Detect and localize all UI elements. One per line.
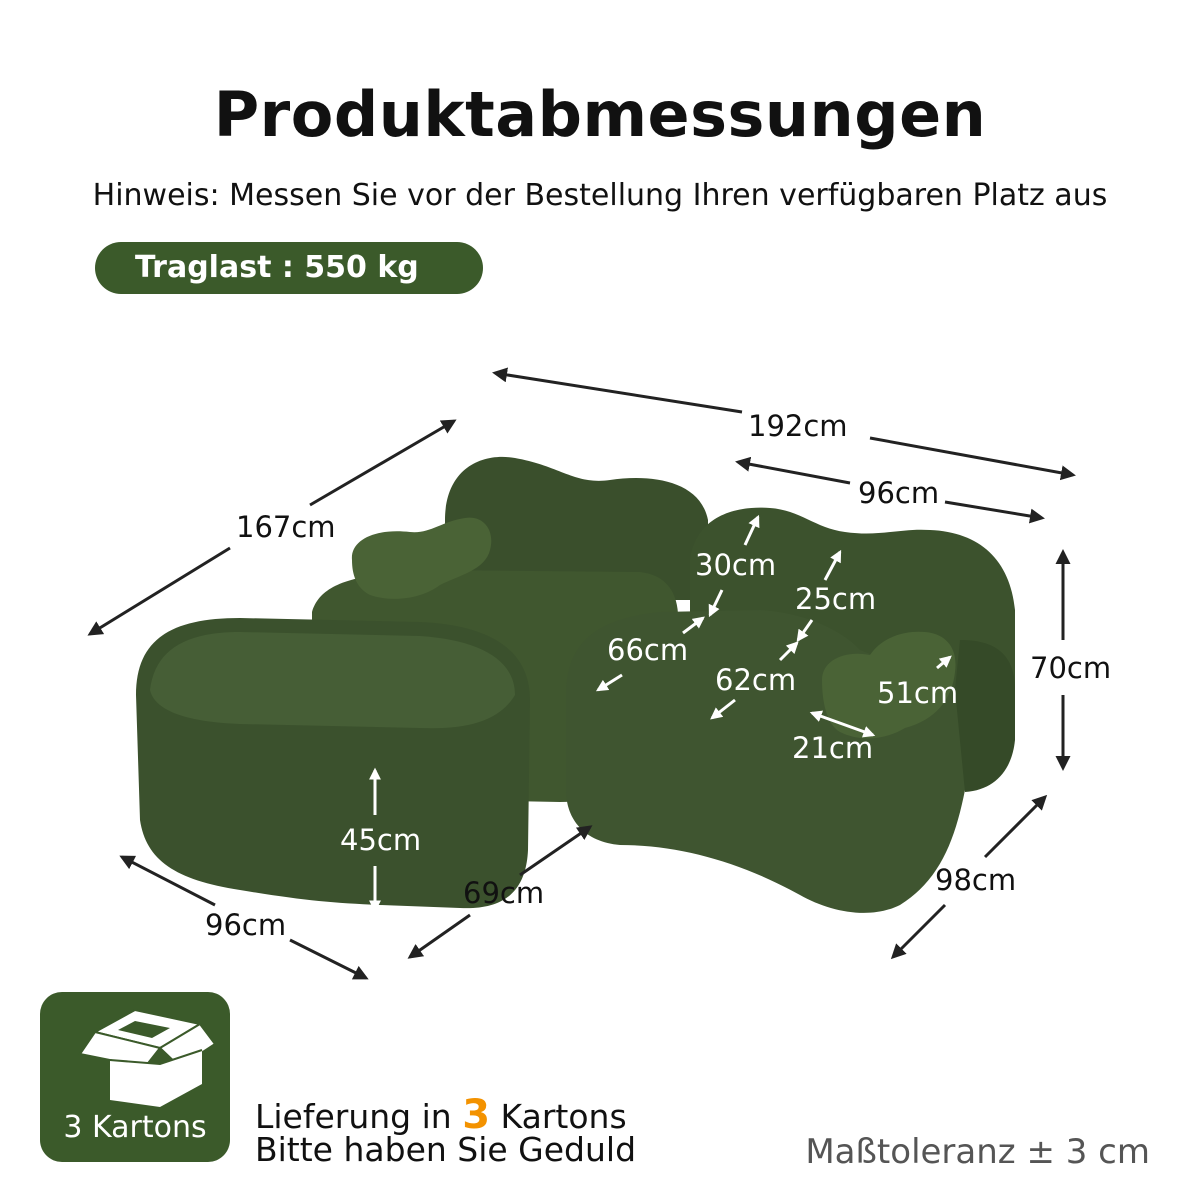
arrow-69b [407, 913, 471, 959]
ottoman-top [150, 632, 515, 729]
arrow-96r-a [735, 456, 851, 485]
label-69: 69cm [463, 876, 544, 910]
arrow-66a [682, 616, 705, 635]
arrow-25a [823, 549, 842, 581]
arrow-98b [890, 903, 947, 960]
label-45: 45cm [340, 823, 421, 857]
arrow-69a [519, 825, 593, 877]
inner-dimension-arrows [369, 514, 952, 913]
label-30: 30cm [695, 548, 776, 582]
label-62: 62cm [715, 663, 796, 697]
left-backrest [445, 456, 708, 600]
arrow-167b [87, 546, 231, 636]
label-66: 66cm [607, 633, 688, 667]
dimension-arrows [87, 367, 1076, 980]
shipping-boxes-badge: 3 Kartons [40, 992, 230, 1162]
arrow-96o-a [119, 855, 216, 907]
delivery-line-1: Lieferung in 3 Kartons [255, 1092, 627, 1138]
arrow-66b [595, 673, 623, 692]
label-96-ottoman: 96cm [205, 908, 286, 942]
box-count-label: 3 Kartons [63, 1110, 207, 1145]
label-167: 167cm [236, 510, 336, 544]
arrow-30a [743, 514, 760, 546]
page-title: Produktabmessungen [213, 78, 987, 151]
label-98: 98cm [935, 863, 1016, 897]
arrow-62b [710, 698, 736, 720]
arrow-96o-b [289, 938, 369, 980]
arrow-51a [936, 655, 952, 670]
box-icon [78, 1008, 217, 1107]
arrow-62a [778, 641, 799, 662]
arrow-96r-b [944, 500, 1045, 524]
label-21: 21cm [792, 731, 873, 765]
delivery-suffix: Kartons [500, 1097, 627, 1136]
arrow-192b [869, 436, 1076, 481]
label-96-right: 96cm [858, 476, 939, 510]
delivery-count: 3 [462, 1092, 491, 1138]
right-armrest [955, 640, 1015, 792]
arrow-25b [796, 619, 814, 642]
load-capacity-label: Traglast : 550 kg [135, 250, 419, 285]
arrow-167a [309, 419, 457, 507]
label-192: 192cm [748, 409, 848, 443]
arrow-21 [809, 710, 876, 738]
arrow-30b [708, 589, 724, 618]
load-capacity-badge: Traglast : 550 kg [95, 242, 483, 294]
delivery-line-2: Bitte haben Sie Geduld [255, 1130, 637, 1169]
label-70: 70cm [1030, 651, 1111, 685]
label-25: 25cm [795, 582, 876, 616]
measure-note: Hinweis: Messen Sie vor der Bestellung I… [92, 178, 1108, 213]
arrow-98a [983, 794, 1048, 859]
arrow-192 [492, 367, 743, 414]
label-51: 51cm [877, 676, 958, 710]
left-pillow [351, 517, 492, 599]
delivery-prefix: Lieferung in [255, 1097, 452, 1136]
dimension-tolerance: Maßtoleranz ± 3 cm [805, 1132, 1150, 1172]
